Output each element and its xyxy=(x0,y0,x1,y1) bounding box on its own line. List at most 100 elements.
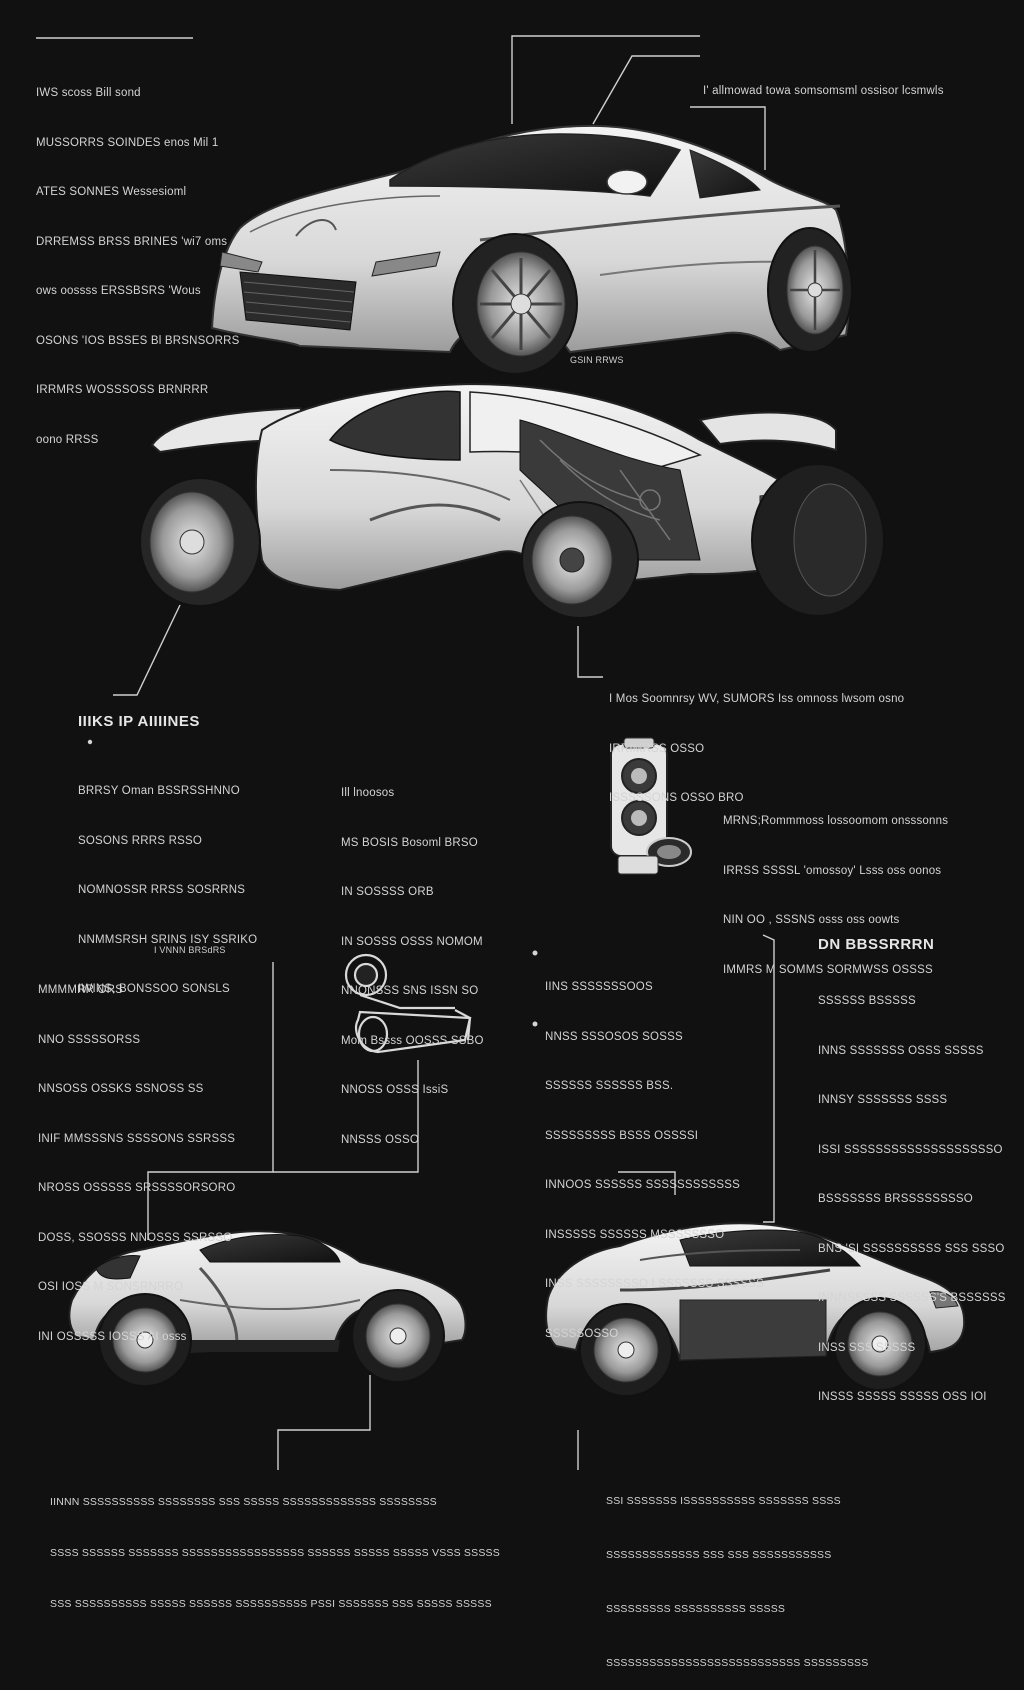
text-line: IRRIMRSS OSSO xyxy=(609,742,705,755)
callout-lines xyxy=(36,35,775,1470)
text-line: IN SOSSS OSSS NOMOM xyxy=(341,935,483,948)
callout-top xyxy=(511,35,700,124)
text-block-bottom-left: MMMMRR ORS NNO SSSSSORSS NNSOSS OSSKS SS… xyxy=(38,949,235,1362)
callout-bottom-right-2 xyxy=(618,1171,676,1195)
car-front-caption: GSIN RRWS xyxy=(570,355,624,365)
text-line: MRNS;Rommmoss lossoomom onsssonns xyxy=(723,815,949,827)
text-line: NNSS SSSOSOS SOSSS xyxy=(545,1030,683,1043)
text-line: INI OSSSSS IOSSS AI osss xyxy=(38,1330,187,1343)
text-line: DRREMSS BRSS BRINES 'wi7 oms xyxy=(36,235,228,248)
text-line: INNNSSSSS SSSSSS'S BSSSSSS xyxy=(818,1292,1006,1304)
footer-text-left: IINNN SSSSSSSSSS SSSSSSSS SSS SSSSS SSSS… xyxy=(50,1460,500,1630)
callout-wheel xyxy=(113,604,181,696)
bullet-dots xyxy=(87,739,538,1027)
text-line: NNSSS OSSO xyxy=(341,1133,420,1146)
car-side-view-right xyxy=(545,1222,966,1397)
text-block-top-left: IWS scoss Bill sond MUSSORRS SOINDES eno… xyxy=(36,52,240,465)
text-line: INNSY SSSSSSS SSSS xyxy=(818,1094,948,1106)
text-line: DOSS, SSOSSS NNOSSS SSRSSO xyxy=(38,1231,233,1244)
car-side-right-wheel-rear xyxy=(579,1303,673,1397)
text-line: ATES SONNES Wessesioml xyxy=(36,186,187,198)
text-line: IRRSS SSSSL 'omossoy' Lsss oss oonos xyxy=(723,864,942,877)
text-line: I Mos Soomnrsy WV, SUMORS Iss omnoss lws… xyxy=(609,693,905,705)
text-line: BSSSSSSS BRSSSSSSSSO xyxy=(818,1193,973,1205)
text-line: MUSSORRS SOINDES enos Mil 1 xyxy=(36,136,219,149)
diagram-art xyxy=(36,35,966,1470)
text-line: INNS SSSSSSS OSSS SSSSS xyxy=(818,1044,984,1057)
car-front-wheel-front xyxy=(452,233,578,375)
text-line: SSSSSS BSSSSS xyxy=(818,995,916,1007)
car-cutaway-view xyxy=(139,382,885,619)
text-line: NNO SSSSSORSS xyxy=(38,1033,141,1046)
text-line: BRRSY Oman BSSRSSHNNO xyxy=(78,785,240,797)
text-line: ISSI SSSSSSSSSSSSSSSSSSSO xyxy=(818,1143,1003,1156)
text-line: IN SOSSSS ORB xyxy=(341,886,434,898)
text-block-mid-right-2: MRNS;Rommmoss lossoomom onsssonns IRRSS … xyxy=(723,780,948,995)
text-line: IRRMRS WOSSSOSS BRNRRR xyxy=(36,384,209,396)
text-block-mid-right: I Mos Soomnrsy WV, SUMORS Iss omnoss lws… xyxy=(609,658,904,823)
text-line: NROSS OSSSSS SRSSSSORSORO xyxy=(38,1182,236,1194)
text-line: Mom Bssss OOSSS SSBO xyxy=(341,1034,484,1047)
callout-footer-left xyxy=(277,1375,371,1470)
text-block-top-right: I' allmowad towa somsomsml ossisor lcsmw… xyxy=(703,50,944,116)
text-line: SOSONS RRRS RSSO xyxy=(78,834,202,847)
mirror-part-icon xyxy=(344,953,472,1054)
footer-text-right: SSI SSSSSSS ISSSSSSSSSS SSSSSSS SSSS SSS… xyxy=(606,1456,868,1690)
text-line: IWINS, BONSSOO SONSLS xyxy=(78,983,230,995)
callout-bottom-right xyxy=(762,934,775,1223)
text-label-small: I VNNN BRSdRS xyxy=(154,945,226,955)
callout-part xyxy=(273,1060,419,1173)
text-block-mid-left: BRRSY Oman BSSRSSHNNO SOSONS RRRS RSSO N… xyxy=(78,750,257,1014)
text-line: IMMRS M SOMMS SORMWSS OSSSS xyxy=(723,963,933,976)
text-line: NNMMSRSH SRINS ISY SSRIKO xyxy=(78,933,258,946)
car-side-left-wheel-rear xyxy=(98,1293,192,1387)
text-line: NOMNOSSR RRSS SOSRRNS xyxy=(78,884,246,896)
text-block-bottom-right: SSSSSS BSSSSS INNS SSSSSSS OSSS SSSSS IN… xyxy=(818,960,1006,1422)
car-cutaway-wheel-front xyxy=(751,463,885,617)
car-side-right-wheel-front xyxy=(833,1297,927,1391)
section-heading: IIIKS IP AIIIINES xyxy=(78,713,200,730)
car-side-left-wheel-front xyxy=(351,1289,445,1383)
text-line: IWS scoss Bill sond xyxy=(36,87,141,99)
text-line: SSS SSSSSSSSSS SSSSS SSSSSS SSSSSSSSSS P… xyxy=(50,1598,492,1610)
text-line: INSS SSSSSSSSO I SSSSSSS SSSSSS xyxy=(545,1278,765,1290)
text-line: OSI IOSS M SONSRNRRO xyxy=(38,1281,184,1293)
text-line: INNOOS SSSSSS SSSSSSSSSSSS xyxy=(545,1179,741,1191)
text-line: MMMMRR ORS xyxy=(38,984,124,996)
text-line: NNSOSS OSSKS SSNOSS SS xyxy=(38,1083,204,1095)
text-line: SSSSSSSSSSSSS SSS SSS SSSSSSSSSSS xyxy=(606,1549,832,1561)
text-line: INIF MMSSSNS SSSSONS SSRSSS xyxy=(38,1132,236,1145)
text-line: I' allmowad towa somsomsml ossisor lcsmw… xyxy=(703,85,944,97)
car-cutaway-wheel-mid xyxy=(521,501,639,619)
callout-top-2 xyxy=(592,55,700,125)
text-line: INSS SSS SSSSS xyxy=(818,1341,916,1354)
callout-mid-right xyxy=(577,626,603,678)
text-line: SSSSSS SSSSSS BSS. xyxy=(545,1080,674,1092)
car-cutaway-wheel-rear xyxy=(139,477,261,607)
text-line: ows oossss ERSSBSRS 'Wous xyxy=(36,285,201,297)
car-side-view-left xyxy=(68,1230,467,1387)
text-line: ISSSSSONS OSSO BRO xyxy=(609,792,744,804)
text-line: INSSS SSSSS SSSSS OSS IOI xyxy=(818,1391,987,1403)
text-line: BNS 'SI SSSSSSSSSS SSS SSSO xyxy=(818,1242,1005,1255)
callout-bottom-left xyxy=(147,962,274,1240)
text-block-mid-center: Ill lnoosos MS BOSIS Bosoml BRSO IN SOSS… xyxy=(341,752,484,1165)
text-line: SSSSSSSSS BSSS OSSSSI xyxy=(545,1129,699,1142)
car-front-wheel-rear xyxy=(767,227,853,353)
infographic-canvas: IWS scoss Bill sond MUSSORRS SOINDES eno… xyxy=(36,35,1006,1669)
text-line: OSONS 'IOS BSSES Bl BRSNSORRS xyxy=(36,334,240,347)
text-line: SSSS SSSSSS SSSSSSS SSSSSSSSSSSSSSSSS SS… xyxy=(50,1547,500,1559)
text-line: SSSSSSSSSSSSSSSSSSSSSSSSSSS SSSSSSSSS xyxy=(606,1657,869,1669)
text-line: IINS SSSSSSSOOS xyxy=(545,981,653,993)
text-line: SSI SSSSSSS ISSSSSSSSSS SSSSSSS SSSS xyxy=(606,1495,841,1507)
section-heading-right: DN BBSSRRRN xyxy=(818,936,935,953)
text-line: INSSSSS SSSSSS MSSSSSSSO xyxy=(545,1228,725,1241)
callout-right xyxy=(690,106,766,170)
text-line: MS BOSIS Bosoml BRSO xyxy=(341,836,478,849)
text-line: Ill lnoosos xyxy=(341,787,395,799)
text-line: NNOSS OSSS IssiS xyxy=(341,1084,449,1096)
headlight-unit-icon xyxy=(610,737,692,875)
text-line: NNONSSS SNS ISSN SO xyxy=(341,985,479,997)
text-line: NIN OO , SSSNS osss oss oowts xyxy=(723,914,900,926)
text-line: oono RRSS xyxy=(36,433,99,446)
